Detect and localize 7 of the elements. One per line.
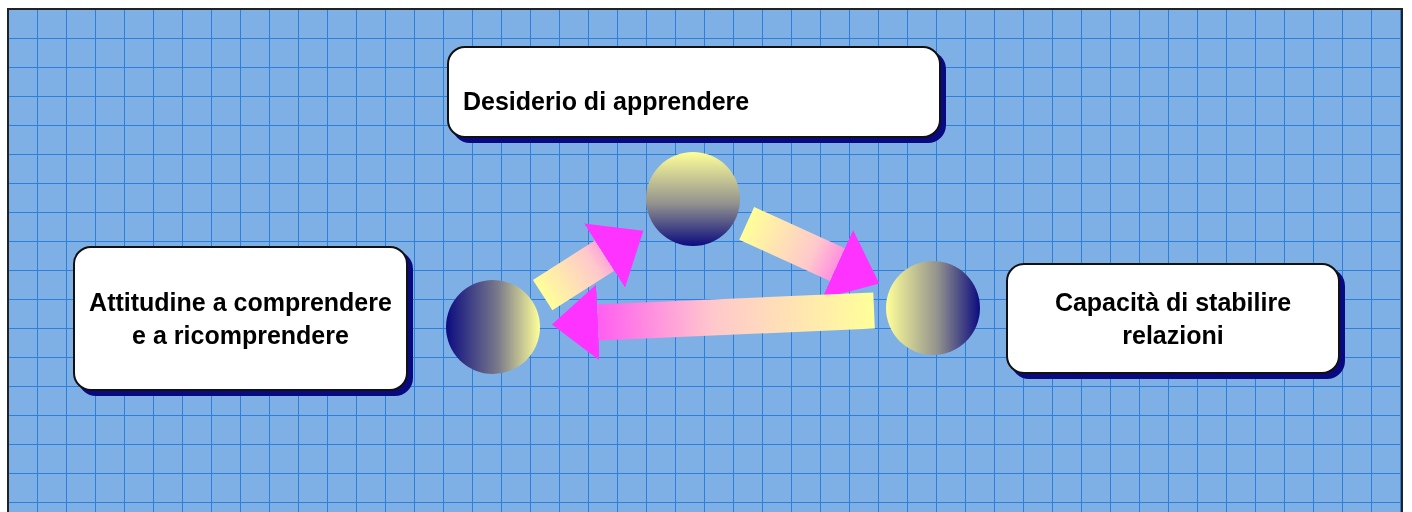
gradient-circle	[646, 152, 740, 246]
box-label: Attitudine a comprendere e a ricomprendere	[88, 286, 393, 351]
block-arrow	[551, 284, 875, 361]
box-label: Capacità di stabilire relazioni	[1053, 286, 1293, 351]
gradient-circle	[886, 261, 980, 355]
gradient-circle	[446, 280, 540, 374]
box-label: Desiderio di apprendere	[462, 85, 751, 117]
